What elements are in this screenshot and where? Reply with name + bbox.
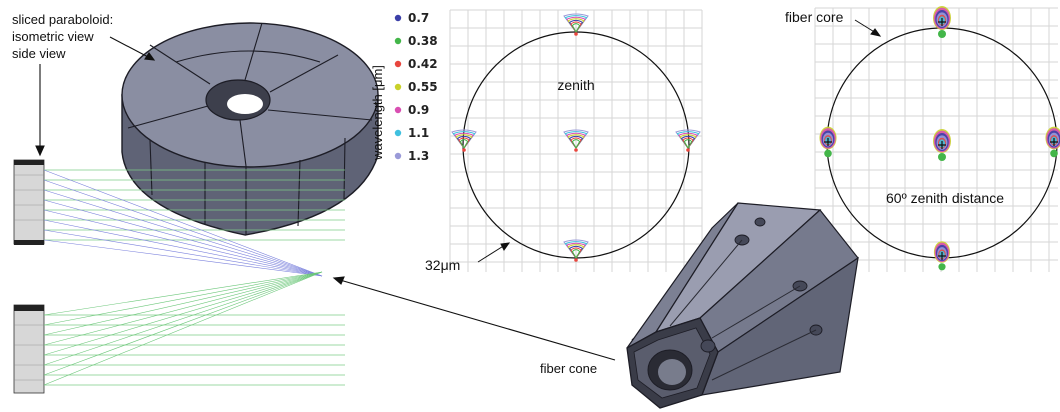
legend-label: 0.38 (408, 34, 438, 48)
spot-crosshair (938, 252, 946, 260)
spot-blob-tail (824, 149, 832, 158)
fiber-cone (626, 202, 859, 409)
spot-fan-stroke (566, 132, 586, 149)
arrow-scale-circle (477, 242, 511, 263)
spot-fan-stroke (568, 135, 584, 149)
spot-fan-stroke (567, 244, 585, 259)
spot-fan-stroke (458, 137, 470, 149)
legend-label: 1.3 (408, 149, 429, 163)
spot-blob-tail (1050, 149, 1058, 158)
spot-diagram-zenith: zenith 32μm (425, 9, 703, 273)
spot-center (574, 32, 578, 36)
spot-crosshair (938, 18, 946, 26)
spot-fan-stroke (682, 137, 694, 149)
spot-fan-stroke (455, 134, 473, 149)
legend: 0.7 0.38 0.42 0.55 0.9 1.1 1.3 (394, 11, 438, 163)
converging-rays-bottom (43, 271, 323, 386)
side-view-mirror-bottom (13, 304, 45, 394)
spot-fan-stroke (683, 139, 693, 150)
legend-label: 0.55 (408, 80, 438, 94)
spot-fan-stroke (567, 134, 585, 149)
spot-fan-stroke (564, 15, 588, 33)
label-side-view: side view (12, 46, 66, 61)
spot-fan-stroke (570, 247, 582, 259)
fiber-cone-bore-inner (658, 359, 686, 385)
spot-blob-tail (938, 263, 946, 271)
spot-fan-stroke (570, 137, 582, 149)
label-fiber-core: fiber core (785, 9, 844, 25)
legend-swatch (394, 83, 402, 91)
legend-swatch (394, 37, 402, 45)
spot-fan-stroke (454, 132, 474, 149)
spot-blob-tail (938, 153, 946, 161)
spot-center (574, 148, 578, 152)
spot-center (686, 148, 690, 152)
label-fiber-cone: fiber cone (540, 361, 597, 376)
spot-fan-stroke (568, 19, 584, 33)
legend-label: 0.42 (408, 57, 438, 71)
spot-fan-stroke (452, 131, 476, 149)
paraboloid-hole-light (227, 94, 263, 114)
paraboloid-slice-lines (127, 22, 373, 167)
grid-zenith (449, 9, 703, 272)
spot-fan-stroke (571, 139, 581, 150)
legend-label: 1.1 (408, 126, 429, 140)
fiber-cone-grooves (669, 239, 817, 381)
spot-fan-stroke (566, 16, 586, 33)
arrow-fiber-cone-focus (332, 276, 616, 361)
spots-zenith (451, 13, 701, 262)
spot-fan-stroke (566, 242, 586, 259)
arrow-side-view (35, 64, 45, 157)
spot-fan-stroke (564, 131, 588, 149)
label-zenith: zenith (557, 77, 594, 93)
spot-fan-stroke (678, 132, 698, 149)
legend-swatch (394, 129, 402, 137)
spot-fan-stroke (680, 135, 696, 149)
spot-fan-stroke (679, 134, 697, 149)
arrow-fiber-core (854, 19, 882, 37)
legend-swatch (394, 14, 402, 22)
label-scale-circle: 32μm (425, 257, 460, 273)
spot-blob-tail (938, 30, 946, 38)
spot-fan-stroke (459, 139, 469, 150)
sliced-paraboloid-isometric (121, 22, 379, 236)
spot-center (574, 258, 578, 262)
label-sliced-paraboloid: sliced paraboloid: (12, 12, 113, 27)
spot-fan-stroke (676, 131, 700, 149)
label-isometric-view: isometric view (12, 29, 94, 44)
converging-rays-top (43, 169, 323, 277)
legend-swatch (394, 152, 402, 160)
legend-title: wavelength [μm] (370, 65, 385, 161)
spot-fan-stroke (571, 23, 581, 34)
spot-crosshair (1050, 138, 1058, 146)
legend-label: 0.9 (408, 103, 429, 117)
side-view-mirror-top (13, 159, 45, 245)
spot-fan-stroke (568, 245, 584, 259)
spot-fan-stroke (451, 129, 477, 149)
spot-fan-stroke (563, 13, 589, 33)
spot-fan-stroke (567, 18, 585, 33)
spot-fan-stroke (675, 129, 701, 149)
legend-swatch (394, 106, 402, 114)
spot-center (462, 148, 466, 152)
spot-fan-stroke (564, 241, 588, 259)
incoming-rays-top (44, 169, 345, 241)
spot-fan-stroke (563, 129, 589, 149)
spots-60deg (819, 6, 1060, 271)
spot-fan-stroke (456, 135, 472, 149)
legend-swatch (394, 60, 402, 68)
label-zenith-distance: 60º zenith distance (886, 190, 1004, 206)
spot-fan-stroke (570, 21, 582, 33)
arrow-isometric (109, 36, 156, 61)
spot-fan-stroke (571, 249, 581, 260)
spot-diagram-60deg: 60º zenith distance fiber core (785, 6, 1060, 272)
spot-crosshair (938, 141, 946, 149)
legend-label: 0.7 (408, 11, 429, 25)
incoming-rays-bottom (44, 314, 345, 386)
spot-fan-stroke (563, 239, 589, 259)
spot-crosshair (824, 138, 832, 146)
